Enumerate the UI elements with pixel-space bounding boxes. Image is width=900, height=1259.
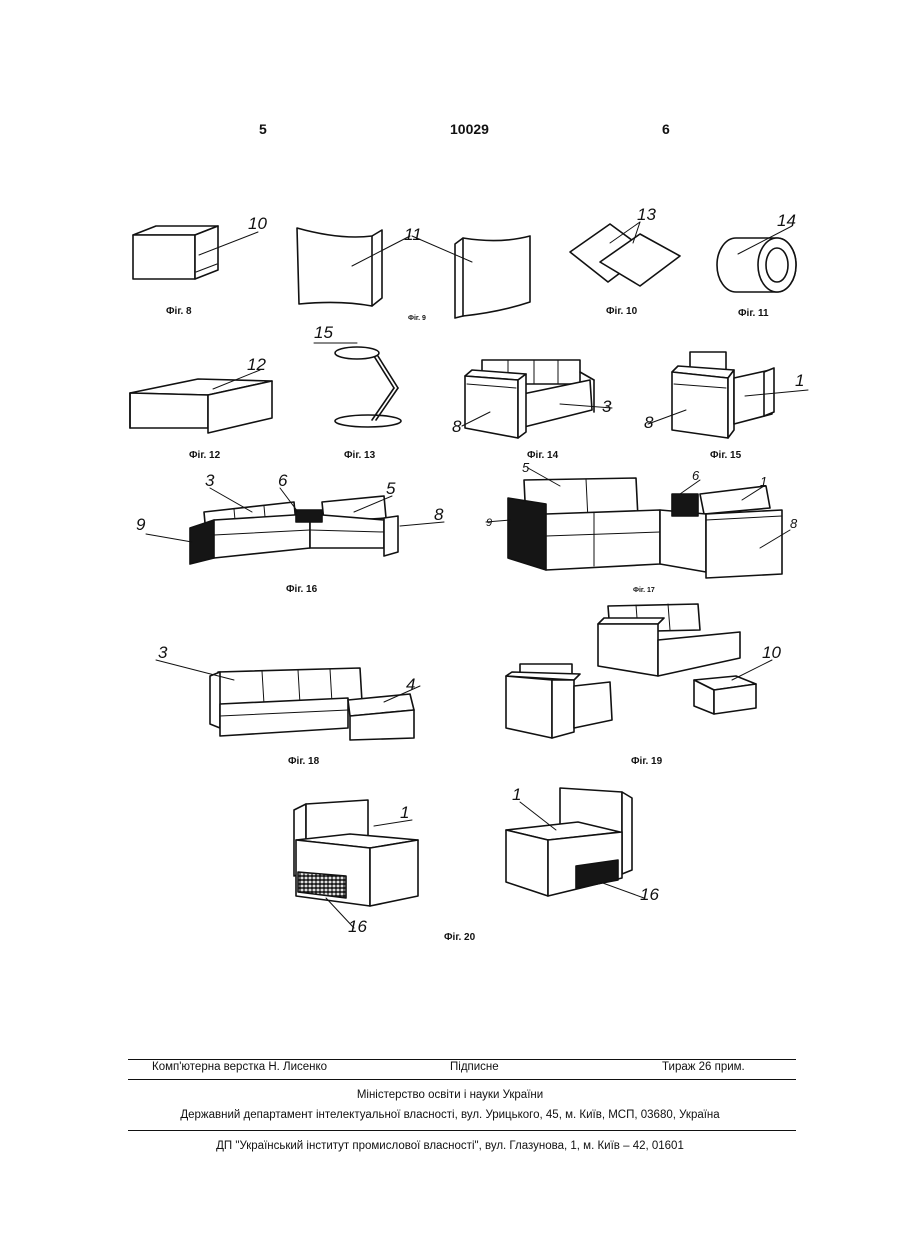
footer-divider-top — [128, 1059, 796, 1060]
label-3-fig18: 3 — [158, 643, 168, 662]
caption-fig8: Фіг. 8 — [166, 306, 192, 317]
footer-ministry: Міністерство освіти і науки України — [0, 1089, 900, 1101]
caption-fig16: Фіг. 16 — [286, 584, 318, 595]
fig13-floor-lamp — [314, 343, 401, 427]
caption-fig9: Фіг. 9 — [408, 314, 426, 322]
label-6-fig17: 6 — [692, 468, 700, 483]
caption-fig13: Фіг. 13 — [344, 450, 376, 461]
label-13: 13 — [637, 205, 656, 224]
footer-print-run: Тираж 26 прим. — [662, 1061, 745, 1073]
label-5-fig17: 5 — [522, 460, 530, 475]
label-1-fig20-right: 1 — [512, 785, 521, 804]
fig16-corner-sofa — [146, 488, 444, 564]
footer-layout-credit: Комп'ютерна верстка Н. Лисенко — [152, 1061, 327, 1073]
fig20-right-module — [506, 788, 644, 898]
label-15: 15 — [314, 323, 333, 342]
caption-fig12: Фіг. 12 — [189, 450, 221, 461]
caption-fig20: Фіг. 20 — [444, 932, 476, 943]
label-10-fig19: 10 — [762, 643, 781, 662]
label-8-fig17: 8 — [790, 516, 798, 531]
caption-fig14: Фіг. 14 — [527, 450, 559, 461]
caption-fig10: Фіг. 10 — [606, 306, 638, 317]
caption-fig15: Фіг. 15 — [710, 450, 742, 461]
caption-fig19: Фіг. 19 — [631, 756, 663, 767]
fig17-corner-sofa — [486, 468, 790, 578]
label-8-fig14: 8 — [452, 417, 462, 436]
label-8-fig15: 8 — [644, 413, 654, 432]
label-14: 14 — [777, 211, 796, 230]
fig11-bolster — [717, 226, 796, 292]
label-9-fig17: 9 — [486, 517, 492, 529]
label-6-fig16: 6 — [278, 471, 288, 490]
label-3-fig16: 3 — [205, 471, 215, 490]
caption-fig11: Фіг. 11 — [738, 308, 769, 319]
label-8-fig16: 8 — [434, 505, 444, 524]
label-1-fig20-left: 1 — [400, 803, 409, 822]
fig10-pillows — [570, 222, 680, 286]
caption-fig17: Фіг. 17 — [633, 586, 655, 594]
fig19-furniture-set — [506, 604, 772, 738]
label-11: 11 — [404, 225, 422, 244]
fig12-table — [130, 370, 272, 433]
label-16-fig20-left: 16 — [348, 917, 367, 936]
label-9-fig16: 9 — [136, 515, 146, 534]
caption-fig18: Фіг. 18 — [288, 756, 320, 767]
fig15-armchair — [648, 352, 808, 438]
footer-institute: ДП "Український інститут промислової вла… — [0, 1140, 900, 1152]
footer-department: Державний департамент інтелектуальної вл… — [0, 1109, 900, 1121]
fig8-pouf-block — [133, 226, 258, 279]
label-1-fig15: 1 — [795, 371, 804, 390]
footer-signed: Підписне — [450, 1061, 499, 1073]
label-5-fig16: 5 — [386, 479, 396, 498]
label-16-fig20-right: 16 — [640, 885, 659, 904]
label-3-fig14: 3 — [602, 397, 612, 416]
fig18-sofa-chaise — [156, 660, 420, 740]
label-12: 12 — [247, 355, 266, 374]
fig14-sofa — [462, 360, 612, 438]
label-1-fig17: 1 — [760, 474, 767, 489]
label-4-fig18: 4 — [406, 675, 415, 694]
label-10-fig8: 10 — [248, 214, 267, 233]
footer-divider-bottom — [128, 1130, 796, 1131]
footer-divider-middle — [128, 1079, 796, 1080]
